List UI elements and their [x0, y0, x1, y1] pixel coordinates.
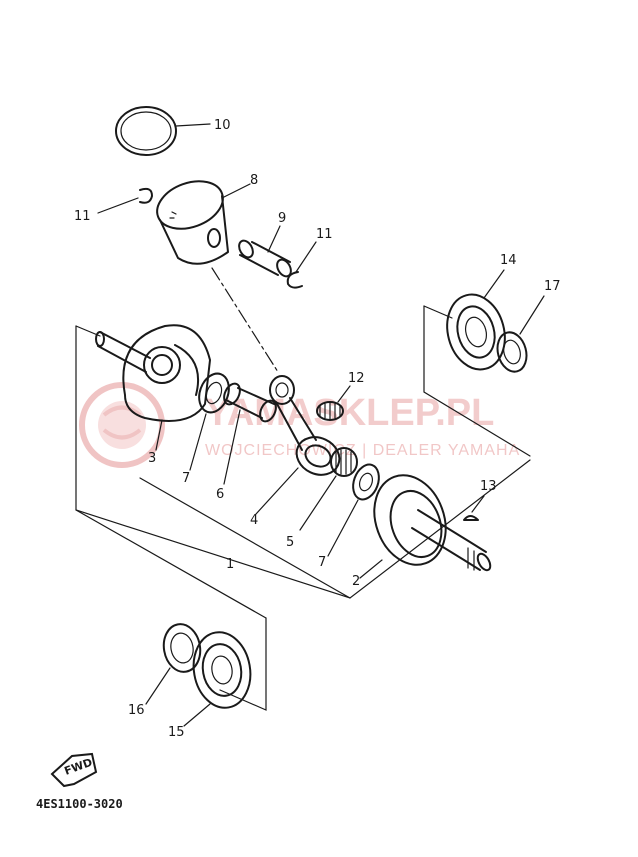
- bearing-left-main: [183, 631, 252, 727]
- piston-pin: [238, 225, 292, 278]
- callout-14: 14: [500, 253, 517, 268]
- callout-1: 1: [226, 557, 234, 572]
- bracket-right-bearings: [423, 305, 531, 457]
- callout-5: 5: [286, 535, 294, 550]
- callout-12: 12: [348, 371, 365, 386]
- oil-seal-left: [145, 623, 202, 705]
- callout-15: 15: [168, 725, 185, 740]
- connecting-rod: [255, 375, 341, 515]
- callout-17: 17: [544, 279, 561, 294]
- bracket-crank-top: [75, 325, 101, 337]
- callout-4: 4: [250, 513, 258, 528]
- diagram-code: 4ES1100-3020: [36, 797, 123, 811]
- crankshaft-right-half: [359, 474, 492, 579]
- forward-direction-arrow: FWD: [50, 752, 98, 788]
- callout-3: 3: [148, 451, 156, 466]
- piston: [156, 180, 251, 265]
- crank-pin: [223, 382, 277, 485]
- thrust-washer-left: [189, 372, 230, 471]
- callout-11-right: 11: [316, 227, 333, 242]
- callout-8: 8: [250, 173, 258, 188]
- bracket-left-bearings: [219, 617, 267, 711]
- bracket-crank-inner: [139, 477, 351, 599]
- crankshaft-left-half: [95, 324, 211, 451]
- callout-13: 13: [480, 479, 497, 494]
- bracket-crank-assembly: [75, 325, 531, 599]
- circlip-left: [97, 187, 153, 214]
- woodruff-key: [463, 495, 485, 521]
- bracket-right-top: [423, 305, 453, 319]
- big-end-bearing: [299, 447, 358, 531]
- small-end-bearing: [316, 385, 351, 421]
- thrust-washer-right: [327, 463, 380, 557]
- callout-10: 10: [214, 118, 231, 133]
- watermark-sub-text: WOJCIECHOWICZ | DEALER YAMAHA: [205, 442, 520, 459]
- callout-7-left: 7: [182, 471, 190, 486]
- piston-ring: [115, 106, 211, 156]
- watermark-main-text: YAMASKLEP.PL: [205, 392, 494, 434]
- callout-2: 2: [352, 574, 360, 589]
- callout-9: 9: [278, 211, 286, 226]
- piston-axis-line: [211, 267, 279, 373]
- callout-6: 6: [216, 487, 224, 502]
- callout-16: 16: [128, 703, 145, 718]
- callout-7-right: 7: [318, 555, 326, 570]
- callout-11-left: 11: [74, 209, 91, 224]
- oil-seal-right: [496, 295, 545, 373]
- circlip-right: [286, 241, 317, 289]
- bracket-left-bearings-top: [75, 509, 267, 619]
- bearing-right-main: [446, 269, 506, 371]
